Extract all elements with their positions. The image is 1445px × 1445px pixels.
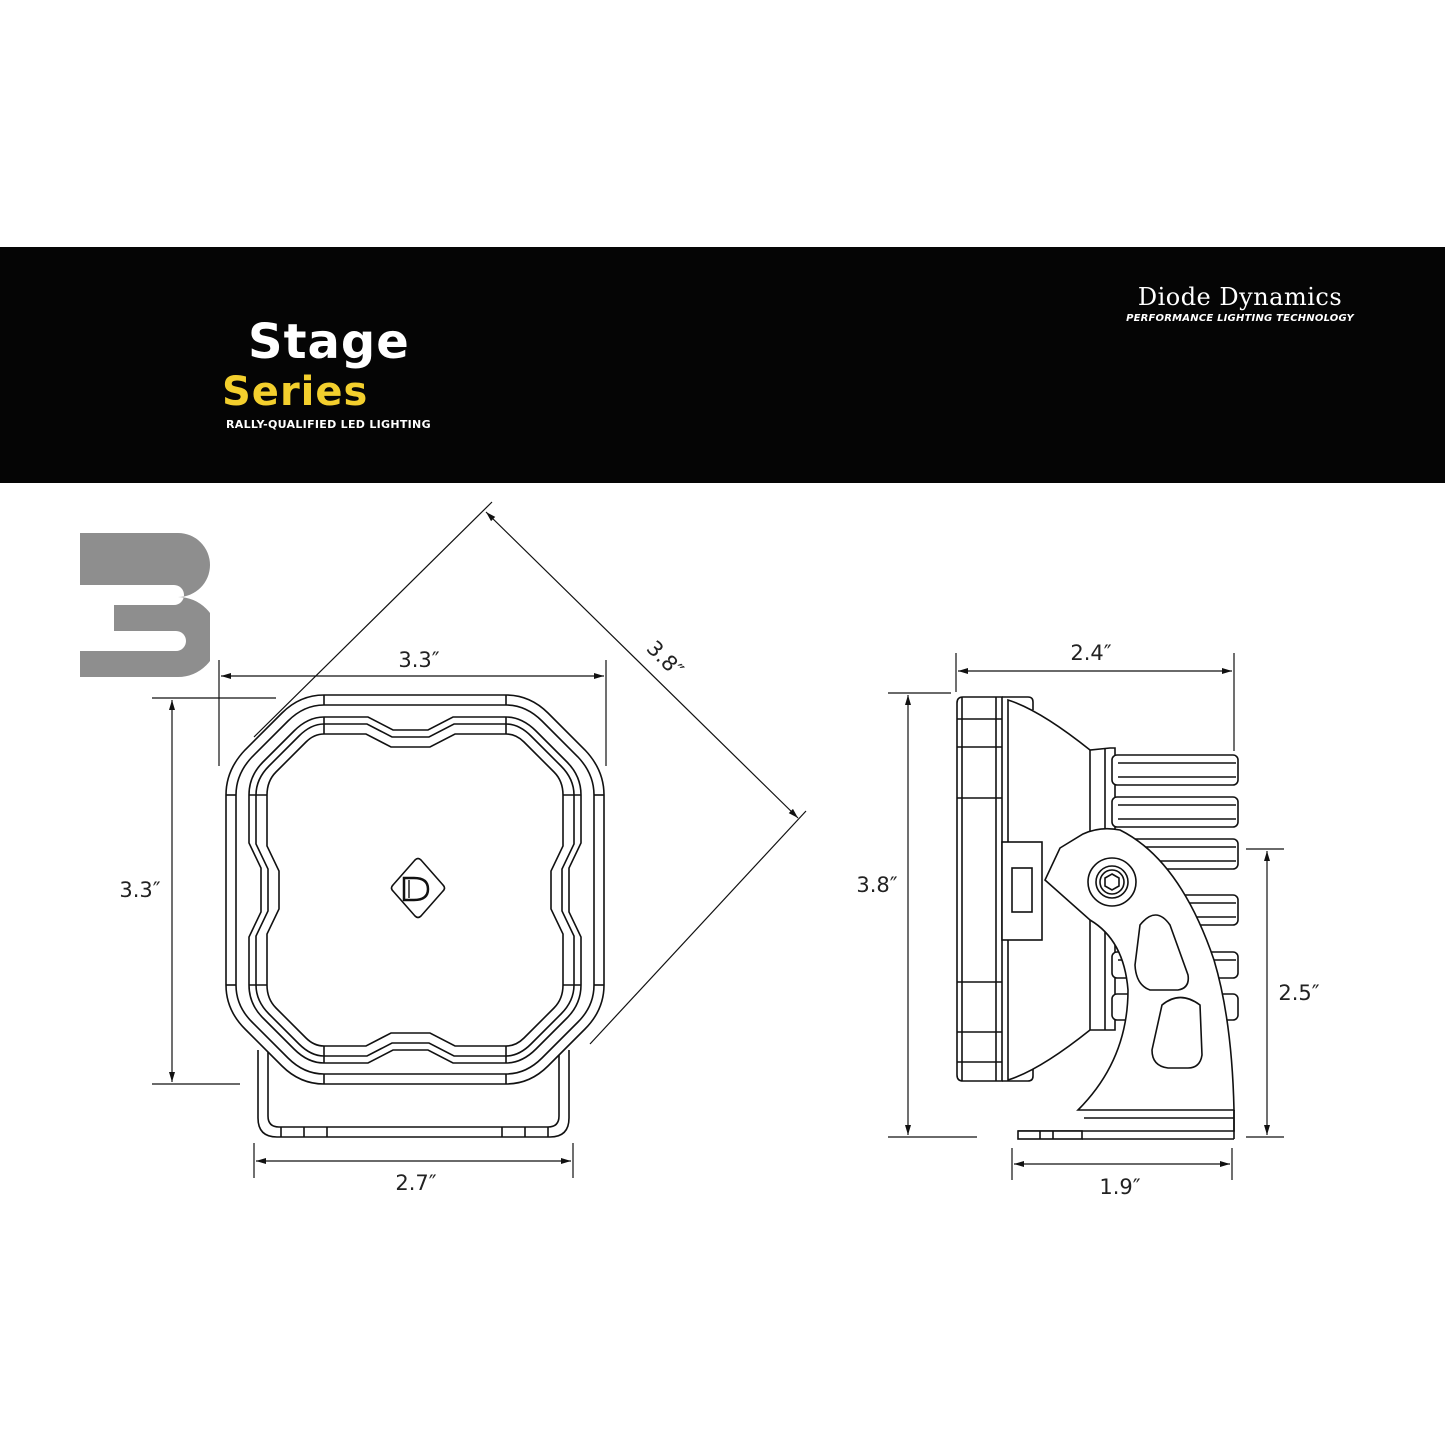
front-dimensions <box>152 501 807 1178</box>
side-dimensions <box>888 653 1284 1180</box>
logo-tagline: RALLY-QUALIFIED LED LIGHTING <box>226 418 431 431</box>
side-bezel <box>956 696 1034 1082</box>
header-banner <box>0 247 1445 677</box>
side-view <box>956 696 1239 1140</box>
side-mount-tab <box>1001 841 1043 941</box>
front-diagonal-label: 3.8″ <box>642 636 688 682</box>
front-height-label: 3.3″ <box>119 878 160 902</box>
front-width-label: 3.3″ <box>398 648 439 672</box>
side-depth-label: 2.4″ <box>1070 641 1111 665</box>
side-height-label: 3.8″ <box>856 873 897 897</box>
front-bracket <box>257 1050 570 1138</box>
front-view <box>225 694 605 1138</box>
front-bezel <box>225 694 605 1085</box>
logo-stage-text: Stage <box>248 318 410 366</box>
logo-series-word: Series <box>222 369 369 415</box>
diode-dynamics-d-icon <box>390 857 446 919</box>
side-bracket-depth-label: 1.9″ <box>1099 1175 1140 1199</box>
logo-series-text: Series <box>222 372 368 412</box>
stage-series-numeral-logo <box>80 533 210 677</box>
brand-name: Diode Dynamics <box>1137 283 1343 311</box>
brand-tagline: PERFORMANCE LIGHTING TECHNOLOGY <box>1126 313 1354 324</box>
mounting-bracket <box>1017 827 1235 1140</box>
logo-stage-word: Stage <box>248 314 410 370</box>
side-bracket-height-label: 2.5″ <box>1278 981 1319 1005</box>
front-bracket-width-label: 2.7″ <box>395 1171 436 1195</box>
